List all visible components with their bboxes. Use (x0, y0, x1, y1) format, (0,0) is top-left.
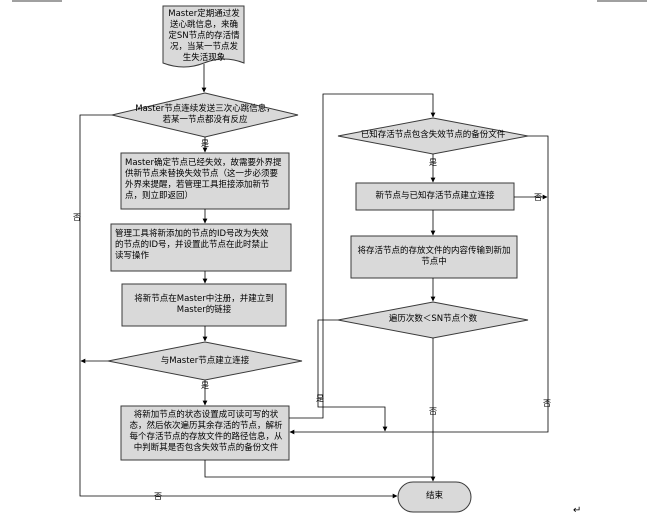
register-shape (121, 283, 287, 327)
edge-backup-no (289, 135, 549, 435)
yes-mark-loop: 是 (316, 394, 324, 403)
no-mark-loop: 否 (429, 407, 437, 416)
transfer-shape (350, 235, 518, 279)
end-label: 结束 (425, 491, 443, 501)
end-shape (397, 481, 472, 513)
yes-mark-heartbeat: 是 (201, 139, 209, 148)
change-id-label: 管理工具将新添加的节点的ID号改为失效 的节点的ID号，并设置此节点在此时禁止 … (115, 229, 269, 261)
no-mark-newconnect: 否 (534, 193, 542, 202)
decision-heartbeat-label: Master节点连续发送三次心跳信息， 若某一节点都没有反应 (135, 104, 275, 125)
register-label: 将新节点在Master中注册，并建立到 Master的链接 (134, 294, 274, 315)
yes-mark-connect: 是 (201, 381, 209, 390)
confirm-failure-shape (120, 152, 290, 210)
paragraph-mark: ↵ (573, 505, 582, 516)
no-mark-backup-right: 否 (543, 399, 551, 408)
no-mark-heartbeat: 否 (73, 213, 81, 222)
start-shape (162, 5, 245, 68)
decision-loop-label: 遍历次数＜SN节点个数 (388, 314, 478, 324)
edge-writable-to-end (204, 460, 433, 478)
decision-connect-label: 与Master节点建立连接 (160, 356, 250, 366)
set-writable-shape (120, 405, 290, 461)
change-id-shape (110, 223, 292, 272)
edge-writable-to-loop (289, 93, 436, 419)
yes-mark-backup: 是 (429, 158, 437, 167)
new-connect-label: 新节点与已知存活节点建立连接 (375, 191, 495, 201)
transfer-label: 将存活节点的存放文件的内容传输到新加 节点中 (357, 246, 511, 267)
new-connect-shape (355, 182, 515, 211)
edge-heartbeat-no (79, 114, 398, 499)
start-label: Master定期通过发 送心跳信息，来确 定SN节点的存活情 况，当某一节点发 … (168, 9, 240, 63)
edge-loop-yes (317, 319, 388, 432)
confirm-failure-label: Master确定节点已经失效，故需要外界提 供新节点来替换失效节点（这一步必须要… (125, 158, 282, 201)
no-mark-bottom: 否 (154, 492, 162, 501)
set-writable-label: 将新加节点的状态设置成可读可写的状 态，然后依次遍历其余存活的节点，解析 每个存… (129, 410, 283, 453)
decision-backup-label: 已知存活节点包含失效节点的备份文件 (360, 130, 506, 140)
